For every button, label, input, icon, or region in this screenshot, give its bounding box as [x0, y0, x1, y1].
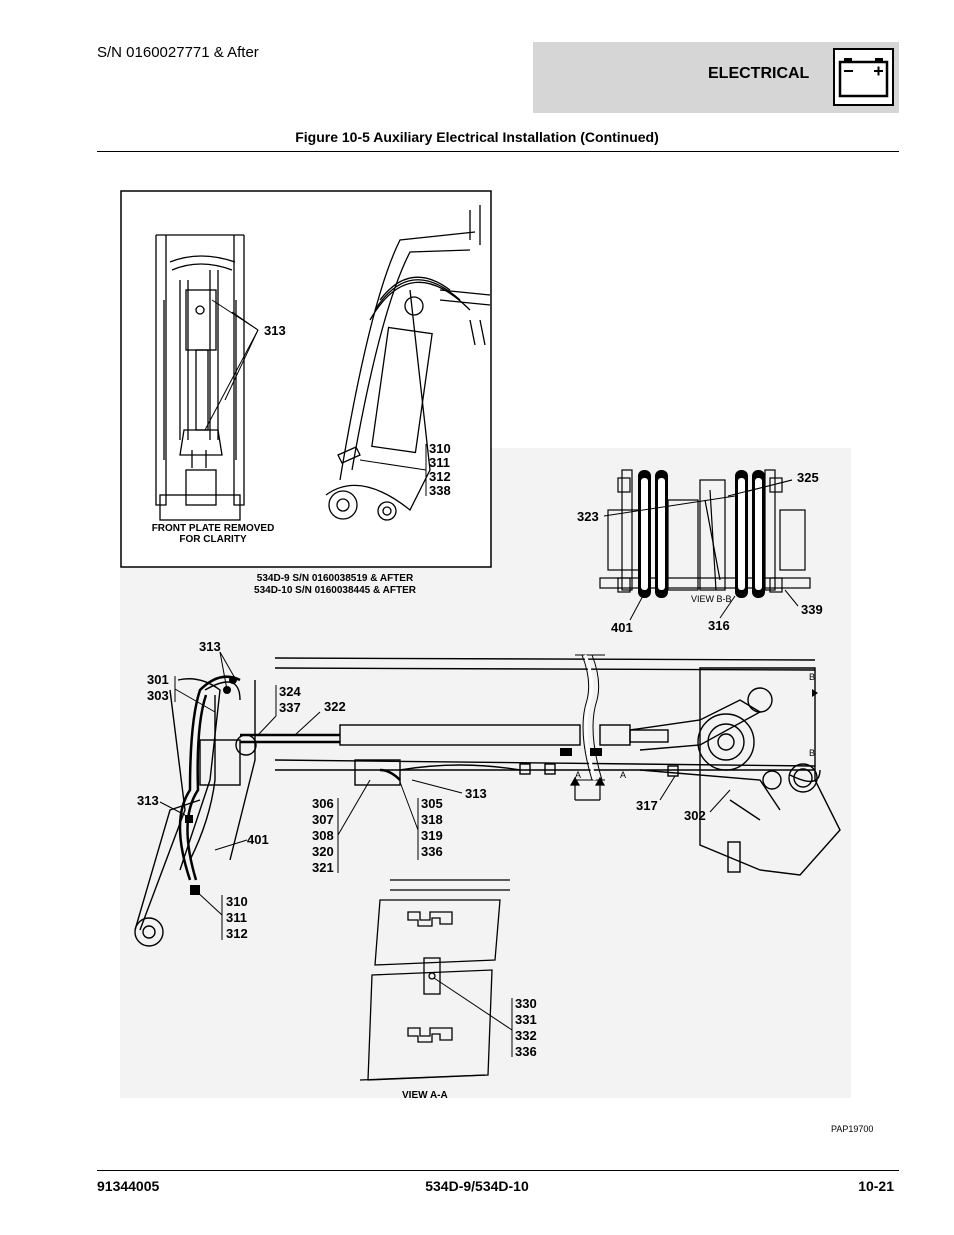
inset-caption-line2: 534D-10 S/N 0160038445 & AFTER: [254, 585, 417, 596]
callout-308: 308: [312, 828, 334, 843]
header-rule: [97, 151, 899, 152]
callout-305: 305: [421, 796, 443, 811]
view-b-b-section: [599, 469, 811, 593]
callout-310-inset: 310: [429, 441, 451, 456]
callout-401-top: 401: [611, 620, 633, 635]
section-title: ELECTRICAL: [708, 65, 810, 82]
serial-number: S/N 0160027771 & After: [97, 44, 259, 61]
reference-code: PAP19700: [831, 1124, 873, 1134]
callout-313-mid: 313: [465, 786, 487, 801]
callout-323: 323: [577, 509, 599, 524]
mark-a-1: A: [575, 770, 581, 780]
page-number: 10-21: [858, 1178, 894, 1194]
view-a-a-label: VIEW A-A: [402, 1090, 448, 1101]
callout-312: 312: [226, 926, 248, 941]
callout-313-top: 313: [199, 639, 221, 654]
callout-311-inset: 311: [429, 455, 450, 470]
callout-319: 319: [421, 828, 443, 843]
callout-317: 317: [636, 798, 658, 813]
callout-303: 303: [147, 688, 169, 703]
callout-320: 320: [312, 844, 334, 859]
mark-b-1: B: [809, 672, 815, 682]
inset-note-line2: FOR CLARITY: [179, 534, 247, 545]
view-b-b-label: VIEW B-B: [691, 594, 732, 604]
callout-338-inset: 338: [429, 483, 451, 498]
doc-number: 91344005: [97, 1178, 160, 1194]
callout-313-left: 313: [137, 793, 159, 808]
figure-title: Figure 10-5 Auxiliary Electrical Install…: [295, 129, 659, 145]
footer-rule: [97, 1170, 899, 1171]
inset-note-line1: FRONT PLATE REMOVED: [152, 523, 275, 534]
callout-322: 322: [324, 699, 346, 714]
callout-401-left: 401: [247, 832, 269, 847]
callout-336-b: 336: [515, 1044, 537, 1059]
inset-caption-line1: 534D-9 S/N 0160038519 & AFTER: [257, 573, 414, 584]
callout-307: 307: [312, 812, 334, 827]
boom-hoses: [178, 675, 401, 881]
callout-311: 311: [226, 910, 247, 925]
callout-339: 339: [801, 602, 823, 617]
main-boom: [134, 654, 841, 947]
callout-316: 316: [708, 618, 730, 633]
callout-306: 306: [312, 796, 334, 811]
callout-332: 332: [515, 1028, 537, 1043]
callout-302: 302: [684, 808, 706, 823]
callout-312-inset: 312: [429, 469, 451, 484]
callout-324: 324: [279, 684, 301, 699]
callout-321: 321: [312, 860, 334, 875]
model-number: 534D-9/534D-10: [425, 1178, 529, 1194]
callout-337: 337: [279, 700, 301, 715]
callout-330: 330: [515, 996, 537, 1011]
mark-a-2: A: [620, 770, 626, 780]
battery-icon: [833, 48, 894, 106]
view-a-a-section: [359, 879, 510, 1081]
callout-331: 331: [515, 1012, 537, 1027]
callout-318: 318: [421, 812, 443, 827]
callout-301: 301: [147, 672, 169, 687]
callout-336-a: 336: [421, 844, 443, 859]
mark-b-2: B: [809, 748, 815, 758]
callout-310: 310: [226, 894, 248, 909]
inset-frame: 313 310 311 312 338 FRONT PLATE REMOVED: [120, 190, 492, 568]
callout-313-inset: 313: [264, 323, 286, 338]
callout-325: 325: [797, 470, 819, 485]
